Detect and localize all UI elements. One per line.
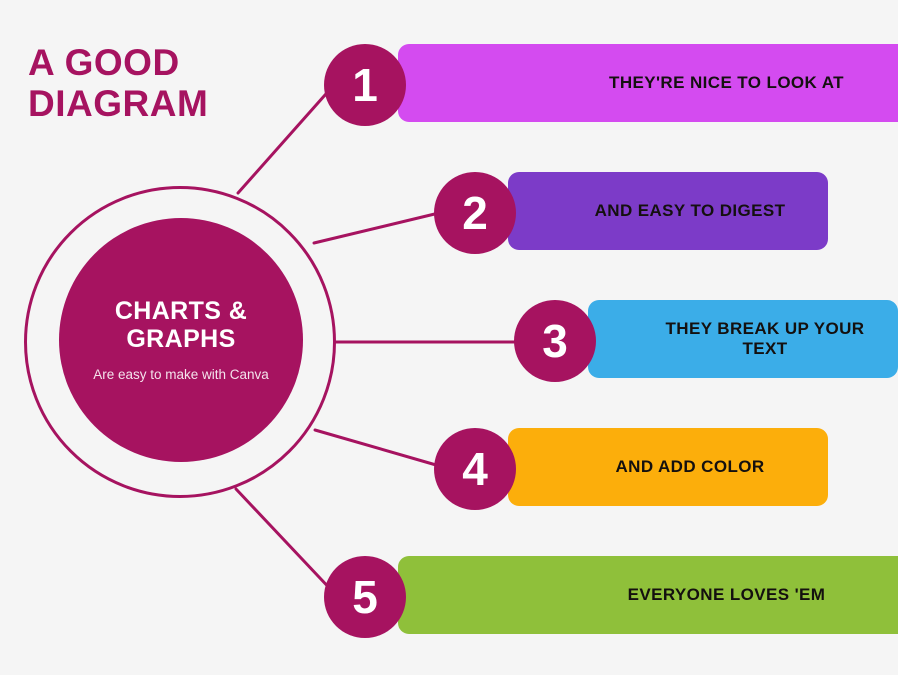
page-title: A GOOD DIAGRAM xyxy=(28,42,209,125)
hub-core: CHARTS & GRAPHS Are easy to make with Ca… xyxy=(59,218,303,462)
hub-title: CHARTS & GRAPHS xyxy=(114,296,248,353)
row-bar-2[interactable]: AND EASY TO DIGEST xyxy=(508,172,828,250)
row-badge-4[interactable]: 4 xyxy=(434,428,516,510)
row-badge-3[interactable]: 3 xyxy=(514,300,596,382)
row-badge-5[interactable]: 5 xyxy=(324,556,406,638)
row-label-5: EVERYONE LOVES 'EM xyxy=(627,585,826,604)
row-label-4: AND ADD COLOR xyxy=(615,457,765,476)
hub-outer-ring xyxy=(24,186,336,498)
hub-node[interactable]: CHARTS & GRAPHS Are easy to make with Ca… xyxy=(24,186,336,498)
row-label-3: THEY BREAK UP YOUR TEXT xyxy=(665,319,865,358)
row-label-2: AND EASY TO DIGEST xyxy=(594,201,786,220)
hub-subtitle: Are easy to make with Canva xyxy=(93,366,269,382)
row-bar-5[interactable]: EVERYONE LOVES 'EM xyxy=(398,556,898,634)
row-badge-1[interactable]: 1 xyxy=(324,44,406,126)
connector-line-5 xyxy=(234,487,337,596)
row-label-1: THEY'RE NICE TO LOOK AT xyxy=(609,73,844,92)
row-badge-2[interactable]: 2 xyxy=(434,172,516,254)
row-bar-3[interactable]: THEY BREAK UP YOUR TEXT xyxy=(588,300,898,378)
row-bar-4[interactable]: AND ADD COLOR xyxy=(508,428,828,506)
row-bar-1[interactable]: THEY'RE NICE TO LOOK AT xyxy=(398,44,898,122)
